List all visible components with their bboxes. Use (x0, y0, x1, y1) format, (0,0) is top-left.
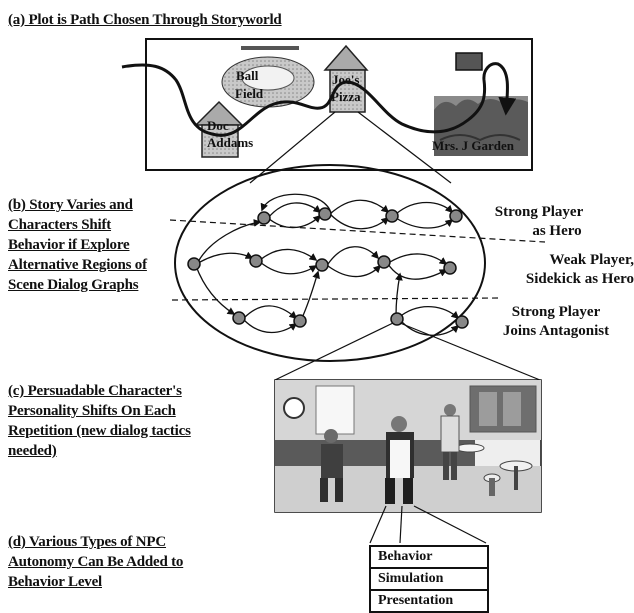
graph-node (377, 255, 391, 269)
section-b-line-5: Scene Dialog Graphs (8, 277, 139, 293)
section-d-heading: (d) Various Types of NPC Autonomy Can Be… (8, 532, 183, 592)
weak-player-line-2: Sidekick as Hero (525, 271, 634, 287)
section-d-line-1: (d) Various Types of NPC (8, 534, 167, 550)
ball-field-label: Ball (236, 68, 259, 83)
region-boundary-1 (169, 219, 546, 243)
section-d-line-3: Behavior Level (8, 574, 102, 590)
region-boundary-2 (171, 297, 501, 301)
destination-marker (455, 52, 483, 71)
section-b-line-2: Characters Shift (8, 217, 112, 233)
section-c-line-2: Personality Shifts On Each (8, 403, 176, 419)
graph-node (443, 261, 457, 275)
graph-node (187, 257, 201, 271)
graph-nodes (187, 207, 469, 329)
graph-node (249, 254, 263, 268)
weak-player-label: Weak Player, Sidekick as Hero (480, 251, 634, 289)
section-b-heading: (b) Story Varies and Characters Shift Be… (8, 195, 147, 295)
graph-node (390, 312, 404, 326)
weak-player-line-1: Weak Player, (549, 252, 634, 268)
antagonist-line-2: Joins Antagonist (502, 323, 610, 339)
scene-graph-ellipse (174, 164, 486, 362)
section-d-line-2: Autonomy Can Be Added to (8, 554, 184, 570)
strong-player-hero-line-1: Strong Player (494, 204, 584, 220)
ball-field-icon (221, 46, 315, 108)
plot-path (121, 62, 517, 137)
doc-addams-label-2: Addams (207, 135, 253, 150)
garden-icon (434, 96, 528, 156)
level-behavior: Behavior (378, 549, 433, 564)
section-c-line-1: (c) Persuadable Character's (8, 383, 182, 399)
joes-pizza-label: Joe's (332, 72, 359, 87)
level-presentation: Presentation (371, 589, 487, 611)
section-a-heading: (a) Plot is Path Chosen Through Storywor… (8, 12, 282, 28)
graph-node (318, 207, 332, 221)
section-c-line-4: needed) (8, 443, 57, 459)
strong-player-hero-line-2: as Hero (532, 223, 582, 239)
graph-node (449, 209, 463, 223)
antagonist-line-1: Strong Player (511, 304, 601, 320)
section-b-line-1: (b) Story Varies and (8, 197, 133, 213)
graph-node (455, 315, 469, 329)
garden-label: Mrs. J Garden (432, 138, 515, 153)
graph-node (315, 258, 329, 272)
joes-pizza-label-2: Pizza (331, 89, 361, 104)
graph-node (293, 314, 307, 328)
antagonist-label: Strong Player Joins Antagonist (500, 303, 612, 341)
section-c-line-3: Repetition (new dialog tactics (8, 423, 191, 439)
section-c-heading: (c) Persuadable Character's Personality … (8, 381, 191, 461)
strong-player-hero-label: Strong Player as Hero (484, 203, 594, 241)
pizza-scene-image (274, 379, 542, 513)
section-b-line-3: Behavior if Explore (8, 237, 130, 253)
doc-addams-house-icon (194, 100, 244, 158)
autonomy-level-stack: Behavior Simulation Presentation (369, 545, 489, 613)
graph-node (385, 209, 399, 223)
doc-addams-label: Doc (207, 118, 229, 133)
section-b-line-4: Alternative Regions of (8, 257, 147, 273)
ball-field-label-2: Field (235, 86, 264, 101)
level-simulation: Simulation (371, 567, 487, 589)
graph-node (232, 311, 246, 325)
graph-edges (195, 193, 460, 336)
graph-node (257, 211, 271, 225)
